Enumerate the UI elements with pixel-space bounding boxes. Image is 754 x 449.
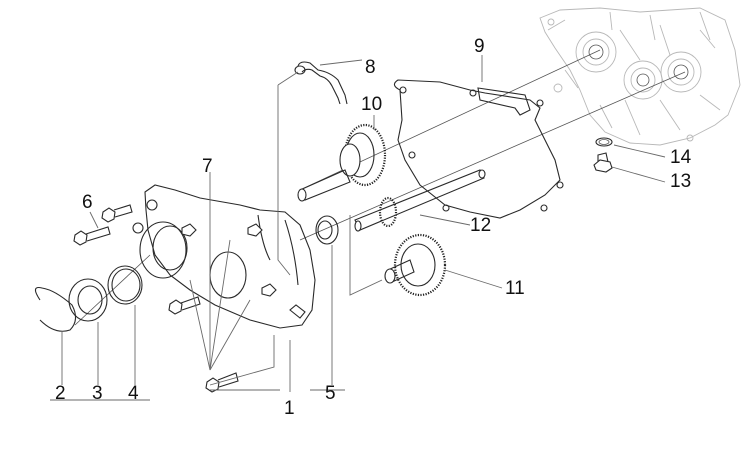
callout-5: 5 [325,383,336,404]
oil-seal [107,265,143,305]
intermediate-gear [297,123,387,202]
crankcase-housing [539,7,741,146]
callout-3: 3 [92,383,103,404]
callout-9: 9 [474,36,485,57]
callout-13: 13 [670,171,691,192]
drain-plug [593,152,613,173]
callout-labels: 1 2 3 4 5 6 7 8 9 10 11 12 13 14 [55,36,692,419]
gasket [393,79,564,219]
callout-4: 4 [128,383,139,404]
bearing-5 [315,215,339,245]
washer [595,137,613,147]
bolts [73,204,239,393]
bearing-3 [68,278,108,322]
callout-6: 6 [82,192,93,213]
circlip [34,286,77,332]
output-shaft [354,169,486,232]
callout-14: 14 [670,147,692,168]
callout-7: 7 [202,156,213,177]
leader-lines [50,55,666,401]
callout-12: 12 [470,215,491,236]
callout-1: 1 [284,398,295,419]
callout-2: 2 [55,383,66,404]
transmission-cover [132,184,316,329]
callout-11: 11 [505,278,525,299]
driven-gear [384,233,447,297]
callout-8: 8 [365,57,376,78]
breather-pipe [294,61,348,105]
callout-10: 10 [361,94,382,115]
